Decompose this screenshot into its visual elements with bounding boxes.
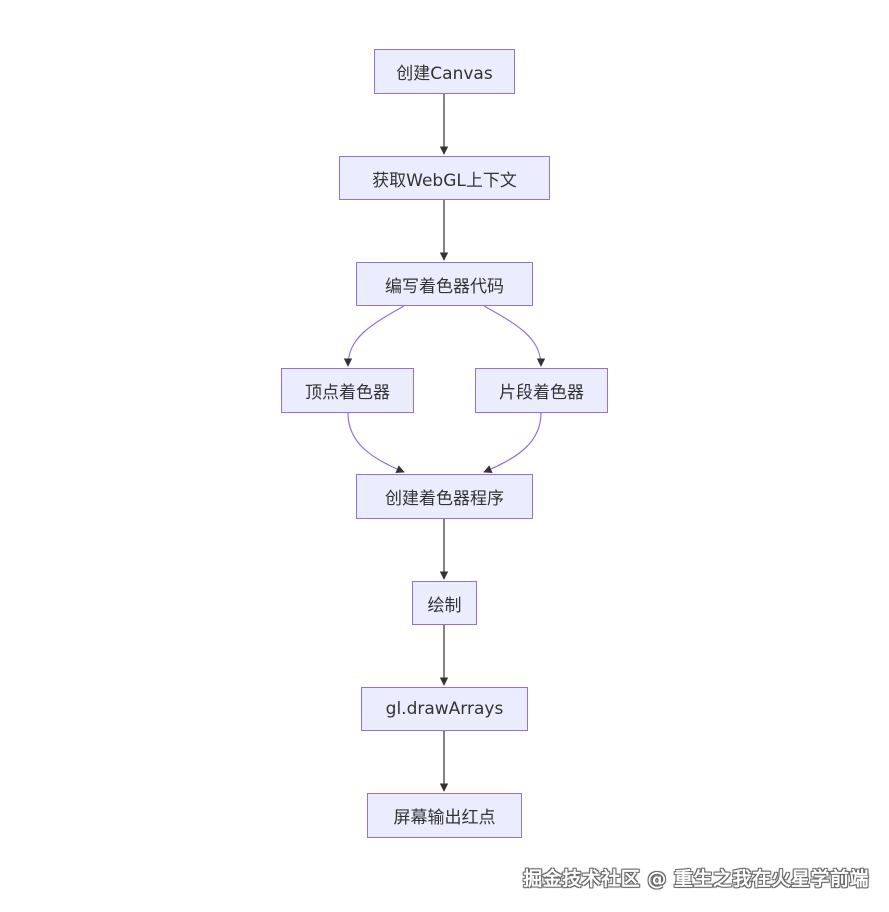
node-get-webgl-context: 获取WebGL上下文 [339,156,550,200]
node-create-canvas: 创建Canvas [374,49,515,94]
node-screen-output-red-dot: 屏幕输出红点 [367,793,522,838]
edge-vertex-to-program [347,412,405,474]
node-draw: 绘制 [412,581,477,625]
edge-shader-to-fragment [483,305,546,367]
node-gl-draw-arrays: gl.drawArrays [361,687,528,731]
node-label: 创建着色器程序 [385,489,504,509]
node-label: gl.drawArrays [385,699,504,719]
node-fragment-shader: 片段着色器 [475,368,608,413]
edge-fragment-to-program [483,412,542,474]
node-label: 顶点着色器 [305,383,390,403]
node-label: 创建Canvas [396,64,493,84]
node-vertex-shader: 顶点着色器 [281,368,414,413]
node-write-shader-code: 编写着色器代码 [356,262,533,306]
node-label: 获取WebGL上下文 [372,170,517,191]
node-label: 编写着色器代码 [385,276,504,297]
node-label: 屏幕输出红点 [393,808,496,828]
watermark: 掘金技术社区 @ 重生之我在火星学前端 [523,868,869,890]
node-create-shader-program: 创建着色器程序 [356,474,533,519]
node-label: 绘制 [427,595,462,616]
edge-shader-to-vertex [343,305,405,367]
node-label: 片段着色器 [499,383,584,403]
